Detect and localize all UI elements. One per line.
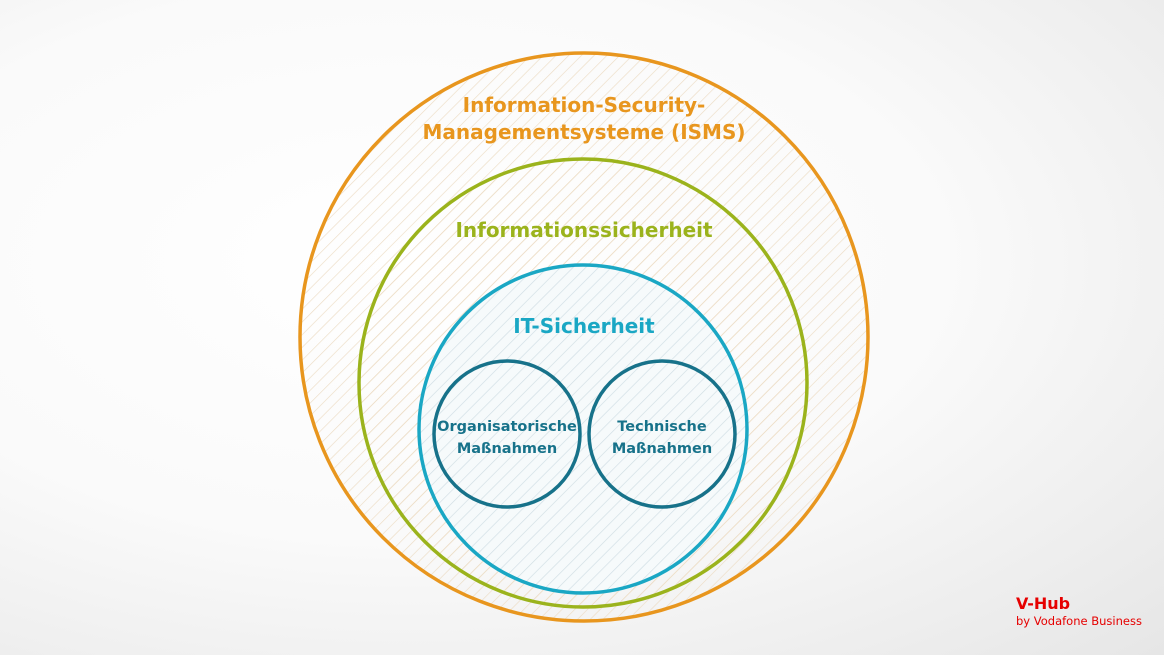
- isms-label-line2: Managementsysteme (ISMS): [423, 120, 746, 144]
- brand-title: V-Hub: [1016, 594, 1071, 613]
- itsec-label: IT-Sicherheit: [513, 314, 655, 338]
- org-label-line2: Maßnahmen: [457, 441, 557, 457]
- brand-logo: V-Hub by Vodafone Business: [1016, 594, 1142, 628]
- org-label-line1: Organisatorische: [437, 419, 577, 435]
- tech-label-line2: Maßnahmen: [612, 441, 712, 457]
- tech-label-line1: Technische: [617, 419, 707, 435]
- brand-subtitle: by Vodafone Business: [1016, 614, 1142, 628]
- infosec-label: Informationssicherheit: [455, 218, 713, 242]
- isms-label-line1: Information-Security-: [463, 93, 706, 117]
- tech-measures-circle: [587, 359, 737, 509]
- itsec-circle-outline: [417, 263, 749, 595]
- org-measures-circle: [432, 359, 582, 509]
